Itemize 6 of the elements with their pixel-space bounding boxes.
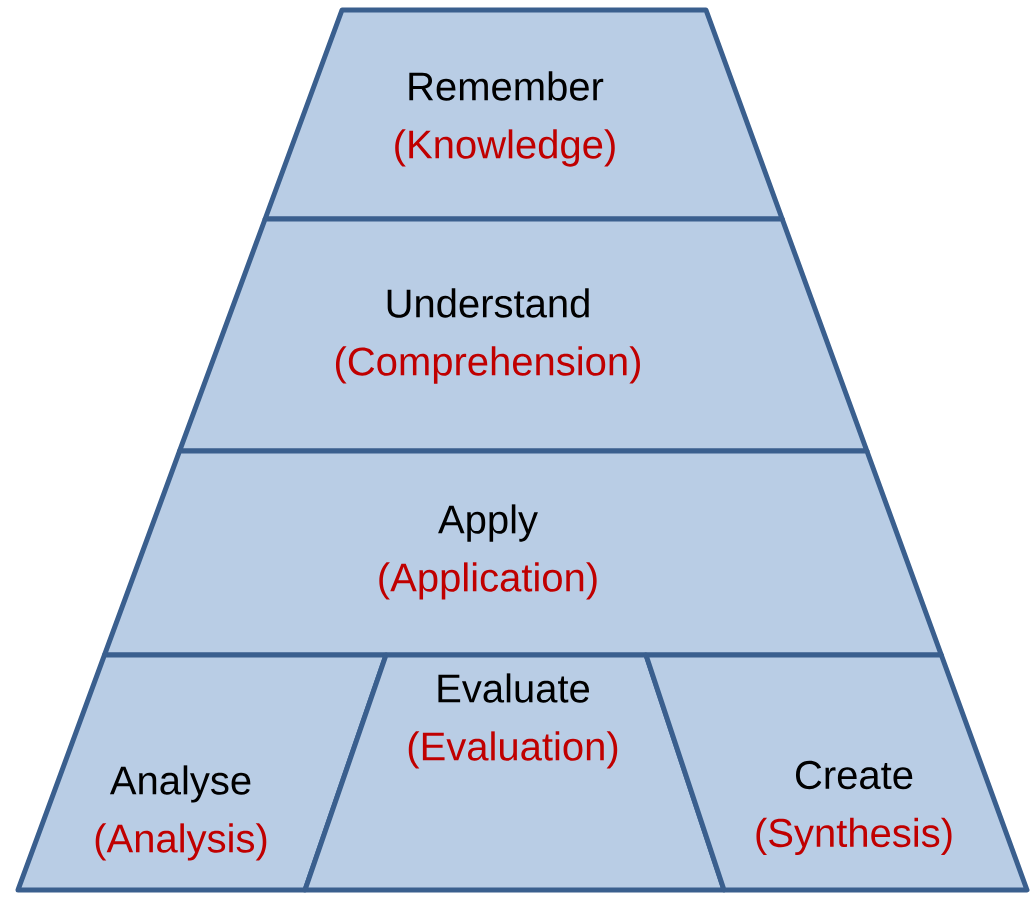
pyramid-level: Apply (Application) <box>102 448 944 658</box>
pyramid-level: Analyse (Analysis) <box>15 652 389 893</box>
pyramid-level: Remember (Knowledge) <box>262 7 785 222</box>
pyramid-level: Understand (Comprehension) <box>177 216 870 454</box>
pyramid-level: Create (Synthesis) <box>643 652 1030 893</box>
pyramid-level: Evaluate (Evaluation) <box>302 652 727 893</box>
